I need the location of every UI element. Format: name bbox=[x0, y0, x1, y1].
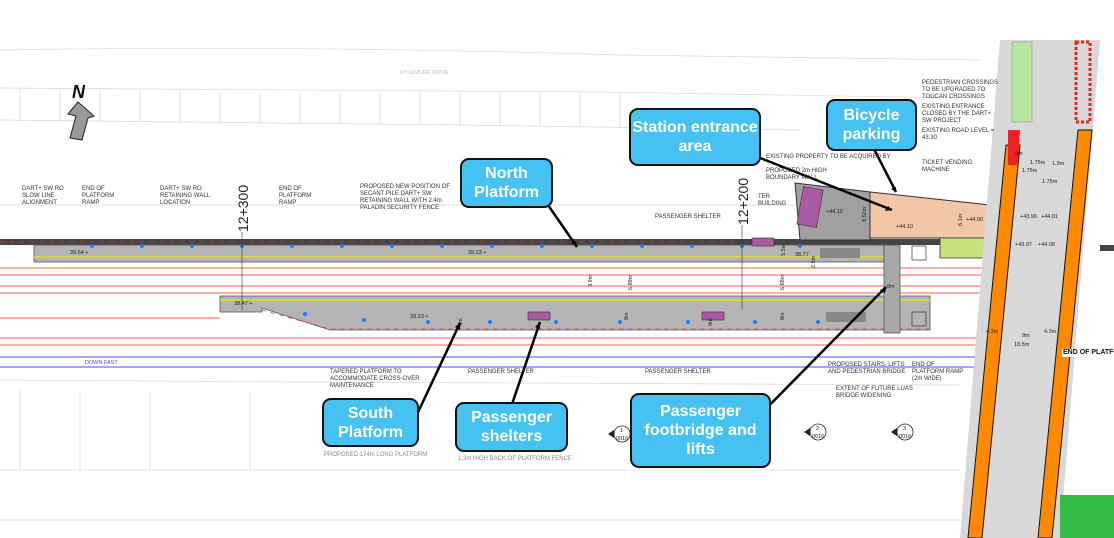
street-label: KYLEMORE DRIVE bbox=[400, 70, 449, 76]
north-passenger-shelter bbox=[751, 237, 775, 247]
level-label: 38.77 bbox=[795, 252, 809, 258]
svg-text:6.68m: 6.68m bbox=[780, 274, 786, 290]
annotation-road-level: EXISTING ROAD LEVEL = 43.30 bbox=[922, 128, 995, 141]
tracks bbox=[0, 267, 1000, 346]
lift-north bbox=[911, 245, 927, 261]
callout-bicycle-parking: Bicycle parking bbox=[826, 99, 917, 151]
dimension-label: 4.3m bbox=[986, 329, 999, 335]
svg-text:8m: 8m bbox=[887, 284, 895, 290]
annotation-shelter-south-1: PASSENGER SHELTER bbox=[468, 369, 534, 375]
platform-dimensions: 3.9m 6.89m 8m 5.5m 2.5m 6.68m 8m 8.52m 6… bbox=[458, 206, 964, 326]
annotation-boundary-wall: PROPOSED 2m HIGH BOUNDARY WALL bbox=[766, 168, 827, 181]
svg-text:0016: 0016 bbox=[812, 434, 824, 440]
dimension-label: 1.75m bbox=[1022, 168, 1038, 174]
south-passenger-shelter-2 bbox=[701, 311, 725, 321]
north-platform-lights bbox=[90, 244, 802, 248]
callout-station-entrance: Station entrance area bbox=[629, 108, 761, 166]
svg-text:8m: 8m bbox=[708, 318, 714, 326]
svg-text:N: N bbox=[72, 82, 86, 102]
svg-text:3: 3 bbox=[903, 426, 906, 432]
annotation-south-platform-long: PROPOSED 174m LONG PLATFORM bbox=[324, 452, 428, 458]
annotation-tapered: TAPERED PLATFORM TO ACCOMMODATE CROSS-OV… bbox=[330, 369, 420, 389]
annotation-secant-pile: PROPOSED NEW POSITION OF SECANT PILE DAR… bbox=[360, 184, 451, 211]
level-label: +44.01 bbox=[1041, 214, 1058, 220]
fast-tracks bbox=[0, 356, 1000, 368]
level-label: +43.90 bbox=[1020, 214, 1037, 220]
svg-text:2: 2 bbox=[816, 426, 819, 432]
level-label: +44.08 bbox=[1038, 242, 1055, 248]
annotation-property: EXISTING PROPERTY TO BE ACQUIRED BY bbox=[766, 154, 891, 160]
annotation-ramp-2: END OF PLATFORM RAMP bbox=[279, 186, 312, 206]
callout-north-platform: North Platform bbox=[460, 158, 553, 208]
level-label: 39.64 + bbox=[70, 250, 89, 256]
annotation-luas: EXTENT OF FUTURE LUAS BRIDGE WIDENING bbox=[836, 386, 913, 399]
south-stairs bbox=[826, 312, 866, 322]
road bbox=[960, 40, 1100, 538]
north-platform bbox=[33, 244, 885, 263]
dimension-label: 9m bbox=[1022, 333, 1030, 339]
south-platform bbox=[219, 295, 931, 331]
annotation-passenger-shelter-north: PASSENGER SHELTER bbox=[655, 214, 721, 220]
svg-text:8.52m: 8.52m bbox=[862, 206, 868, 222]
callout-passenger-shelters: Passenger shelters bbox=[455, 402, 568, 452]
annotation-shelter-south-2: PASSENGER SHELTER bbox=[645, 369, 711, 375]
svg-text:6.89m: 6.89m bbox=[628, 274, 634, 290]
svg-text:1: 1 bbox=[620, 428, 623, 434]
svg-text:0016: 0016 bbox=[899, 434, 911, 440]
annotation-back-fence: 1.2m HIGH BACK OF PLATFORM FENCE bbox=[458, 456, 572, 462]
annotation-ter-building: TER BUILDING bbox=[758, 194, 787, 207]
svg-text:3.9m: 3.9m bbox=[588, 274, 594, 287]
level-label: +44.15 bbox=[826, 209, 843, 215]
south-passenger-shelter-1 bbox=[527, 311, 551, 321]
chainage-12200: 12+200 bbox=[735, 178, 751, 225]
station-entrance-area bbox=[869, 191, 1001, 239]
callout-south-platform: South Platform bbox=[322, 398, 419, 447]
level-label: +43.97 bbox=[1015, 242, 1032, 248]
lift-south bbox=[911, 311, 927, 327]
level-label: +44.00 bbox=[966, 217, 983, 223]
chainage-12300: 12+300 bbox=[235, 185, 251, 232]
dimension-label: 1.9m bbox=[1052, 161, 1065, 167]
south-platform-lights bbox=[303, 312, 820, 324]
annotation-end-platform-right: END OF PLATFO bbox=[1062, 349, 1114, 357]
property-lines bbox=[0, 47, 1000, 521]
section-marker-1[interactable]: 1 0016 bbox=[608, 425, 631, 443]
level-label: 38.47 + bbox=[234, 301, 253, 307]
annotation-ticket-machine: TICKET VENDING MACHINE bbox=[922, 160, 973, 173]
level-label: +44.10 bbox=[896, 224, 913, 230]
dimension-label: 1.75m bbox=[1042, 179, 1058, 185]
north-arrow-icon: N bbox=[67, 82, 95, 141]
svg-text:8m: 8m bbox=[458, 318, 464, 326]
section-marker-3[interactable]: 3 0016 bbox=[891, 423, 914, 441]
annotation-crossings: PEDESTRIAN CROSSINGS TO BE UPGRADED TO T… bbox=[922, 80, 999, 100]
dimension-label: 4.3m bbox=[1044, 329, 1057, 335]
svg-text:8m: 8m bbox=[624, 312, 630, 320]
track-label: DOWN FAST bbox=[85, 360, 118, 366]
section-marker-2[interactable]: 2 0016 bbox=[804, 423, 827, 441]
annotation-ramp-1: END OF PLATFORM RAMP bbox=[82, 186, 115, 206]
svg-text:5.5m: 5.5m bbox=[781, 243, 787, 256]
annotation-slow-line: DART+ SW RO SLOW LINE ALIGNMENT bbox=[22, 186, 64, 206]
annotation-retaining-wall: DART+ SW RO RETAINING WALL LOCATION bbox=[160, 186, 210, 206]
dimension-label: 9m bbox=[1015, 151, 1023, 157]
annotation-entrance-closed: EXISTING ENTRANCE CLOSED BY THE DART+ SW… bbox=[922, 104, 992, 124]
road-edge-east bbox=[1037, 129, 1093, 538]
annotation-ramp-3: END OF PLATFORM RAMP (2m WIDE) bbox=[912, 362, 964, 382]
svg-text:2.5m: 2.5m bbox=[811, 255, 817, 268]
svg-text:0016: 0016 bbox=[616, 436, 628, 442]
svg-text:8m: 8m bbox=[780, 312, 786, 320]
dimension-label: 1.75m bbox=[1030, 160, 1046, 166]
dimension-label: 18.5m bbox=[1014, 342, 1030, 348]
svg-text:6.1m: 6.1m bbox=[958, 213, 964, 226]
annotation-stairs: PROPOSED STAIRS, LIFTS AND PEDESTRIAN BR… bbox=[828, 362, 906, 375]
level-label: 39.23 + bbox=[410, 314, 429, 320]
north-stairs bbox=[820, 248, 860, 258]
callout-footbridge-lifts: Passenger footbridge and lifts bbox=[630, 393, 771, 468]
level-label: 39.23 + bbox=[468, 250, 487, 256]
